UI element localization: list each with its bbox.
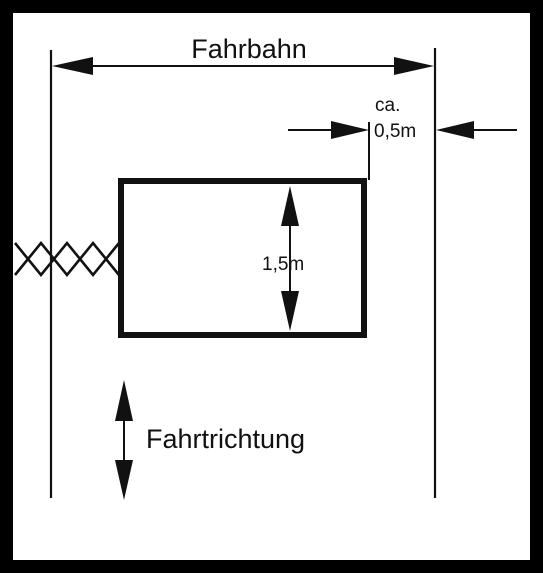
road-width-dimension-arrow xyxy=(52,57,434,75)
height-arrow-down-icon xyxy=(281,291,299,331)
obstacle-box xyxy=(118,178,367,338)
box-height-label: 1,5m xyxy=(262,254,304,275)
paper-area xyxy=(13,13,530,560)
height-arrow-up-icon xyxy=(281,186,299,226)
direction-arrow-up-icon xyxy=(115,380,133,421)
clearance-dimension-arrows xyxy=(288,121,517,180)
direction-arrow-down-icon xyxy=(115,460,133,500)
clearance-value-label: 0,5m xyxy=(374,121,416,142)
direction-label: Fahrtrichtung xyxy=(146,424,305,454)
clearance-arrow-left-pointing-icon xyxy=(436,121,474,139)
clearance-arrow-right-pointing-icon xyxy=(331,121,369,139)
arrow-head-left-icon xyxy=(52,57,93,75)
box-height-dimension-arrow xyxy=(281,186,299,331)
direction-dimension-arrow xyxy=(115,380,133,500)
arrow-head-right-icon xyxy=(394,57,434,75)
crossed-zigzag-fence-icon xyxy=(13,240,121,278)
clearance-prefix-label: ca. xyxy=(375,95,400,116)
road-width-label: Fahrbahn xyxy=(191,34,307,64)
